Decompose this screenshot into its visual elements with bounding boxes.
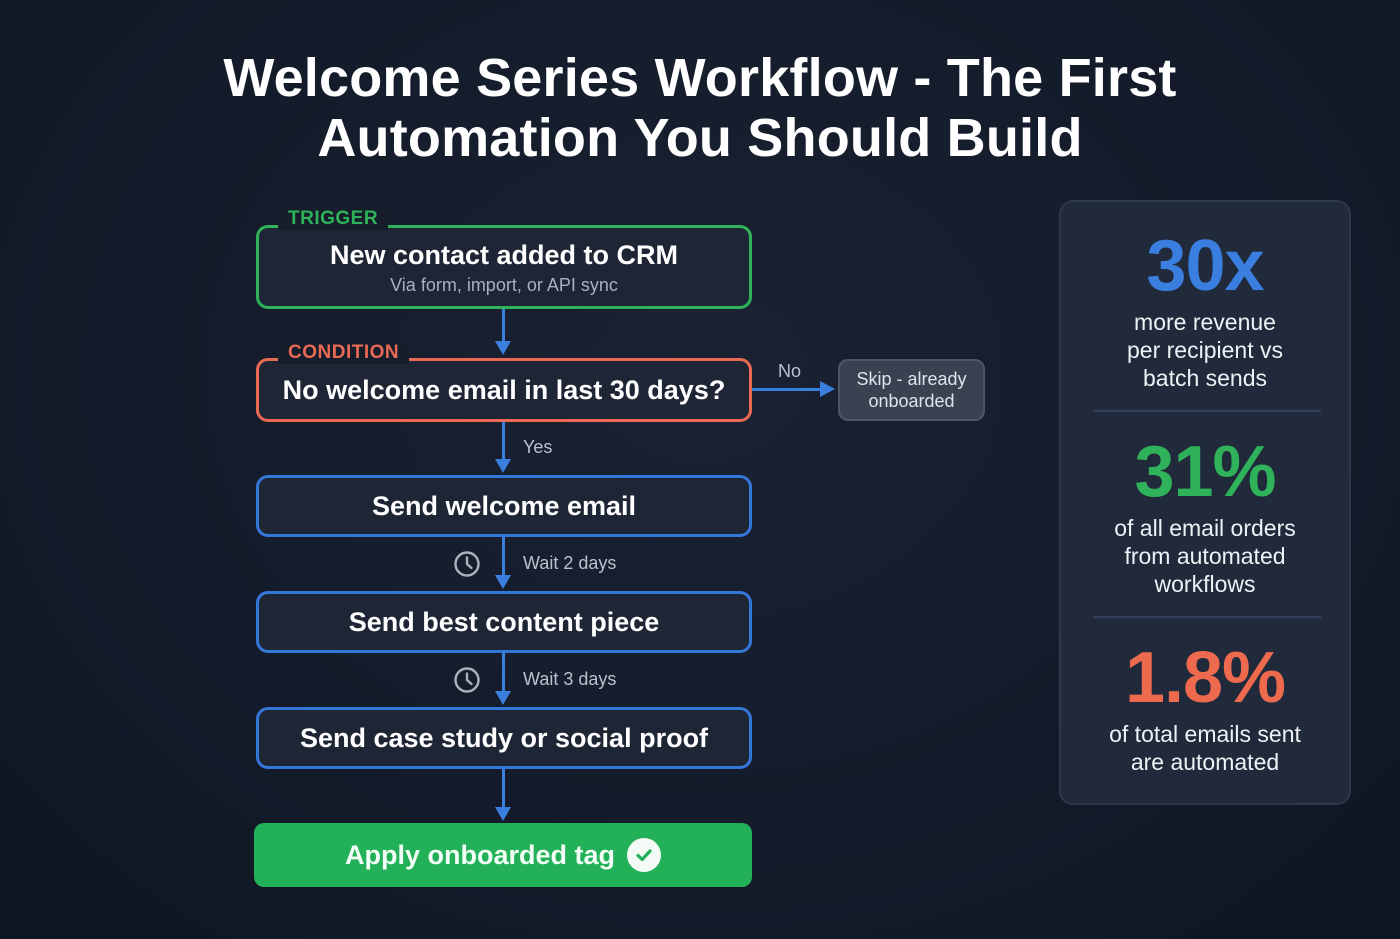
step-title: Send best content piece: [348, 607, 660, 637]
arrow-down-icon: [495, 459, 511, 473]
skip-node[interactable]: Skip - already onboarded: [838, 359, 985, 421]
arrow-down-icon: [495, 575, 511, 589]
page-title: Welcome Series Workflow - The First Auto…: [0, 48, 1400, 168]
condition-title: No welcome email in last 30 days?: [282, 375, 726, 405]
arrow-down-icon: [495, 341, 511, 355]
check-circle-icon: [627, 838, 661, 872]
arrow-right-icon: [820, 381, 835, 397]
arrow-down-icon: [495, 691, 511, 705]
connector-line: [502, 422, 505, 462]
clock-icon: [454, 667, 480, 693]
connector-line: [502, 309, 505, 343]
trigger-tag: TRIGGER: [278, 208, 389, 230]
stat-value: 30x: [1146, 226, 1264, 306]
divider: [1093, 616, 1321, 618]
final-node-apply-tag[interactable]: Apply onboarded tag: [254, 823, 752, 887]
step-title: Send welcome email: [371, 491, 637, 521]
condition-node[interactable]: No welcome email in last 30 days?: [256, 358, 752, 422]
trigger-title: New contact added to CRM: [329, 239, 679, 270]
final-title: Apply onboarded tag: [345, 839, 615, 870]
wait-label: Wait 3 days: [523, 669, 617, 689]
step-title: Send case study or social proof: [299, 723, 709, 753]
connector-line: [502, 537, 505, 577]
title-line-1: Welcome Series Workflow - The First: [223, 48, 1177, 108]
wait-label: Wait 2 days: [523, 553, 617, 573]
arrow-down-icon: [495, 807, 511, 821]
stat-value: 1.8%: [1124, 638, 1286, 718]
connector-line: [502, 769, 505, 809]
trigger-node[interactable]: New contact added to CRM Via form, impor…: [256, 225, 752, 309]
connector-line: [502, 653, 505, 693]
trigger-subtitle: Via form, import, or API sync: [390, 274, 618, 295]
step-send-welcome-email[interactable]: Send welcome email: [256, 475, 752, 537]
step-send-best-content[interactable]: Send best content piece: [256, 591, 752, 653]
stat-value: 31%: [1134, 432, 1276, 512]
divider: [1093, 410, 1321, 412]
step-send-case-study[interactable]: Send case study or social proof: [256, 707, 752, 769]
condition-tag: CONDITION: [278, 342, 410, 364]
clock-icon: [454, 551, 480, 577]
no-label: No: [778, 361, 802, 381]
yes-label: Yes: [523, 437, 553, 457]
title-line-2: Automation You Should Build: [317, 108, 1083, 168]
no-branch-line: [752, 388, 824, 391]
